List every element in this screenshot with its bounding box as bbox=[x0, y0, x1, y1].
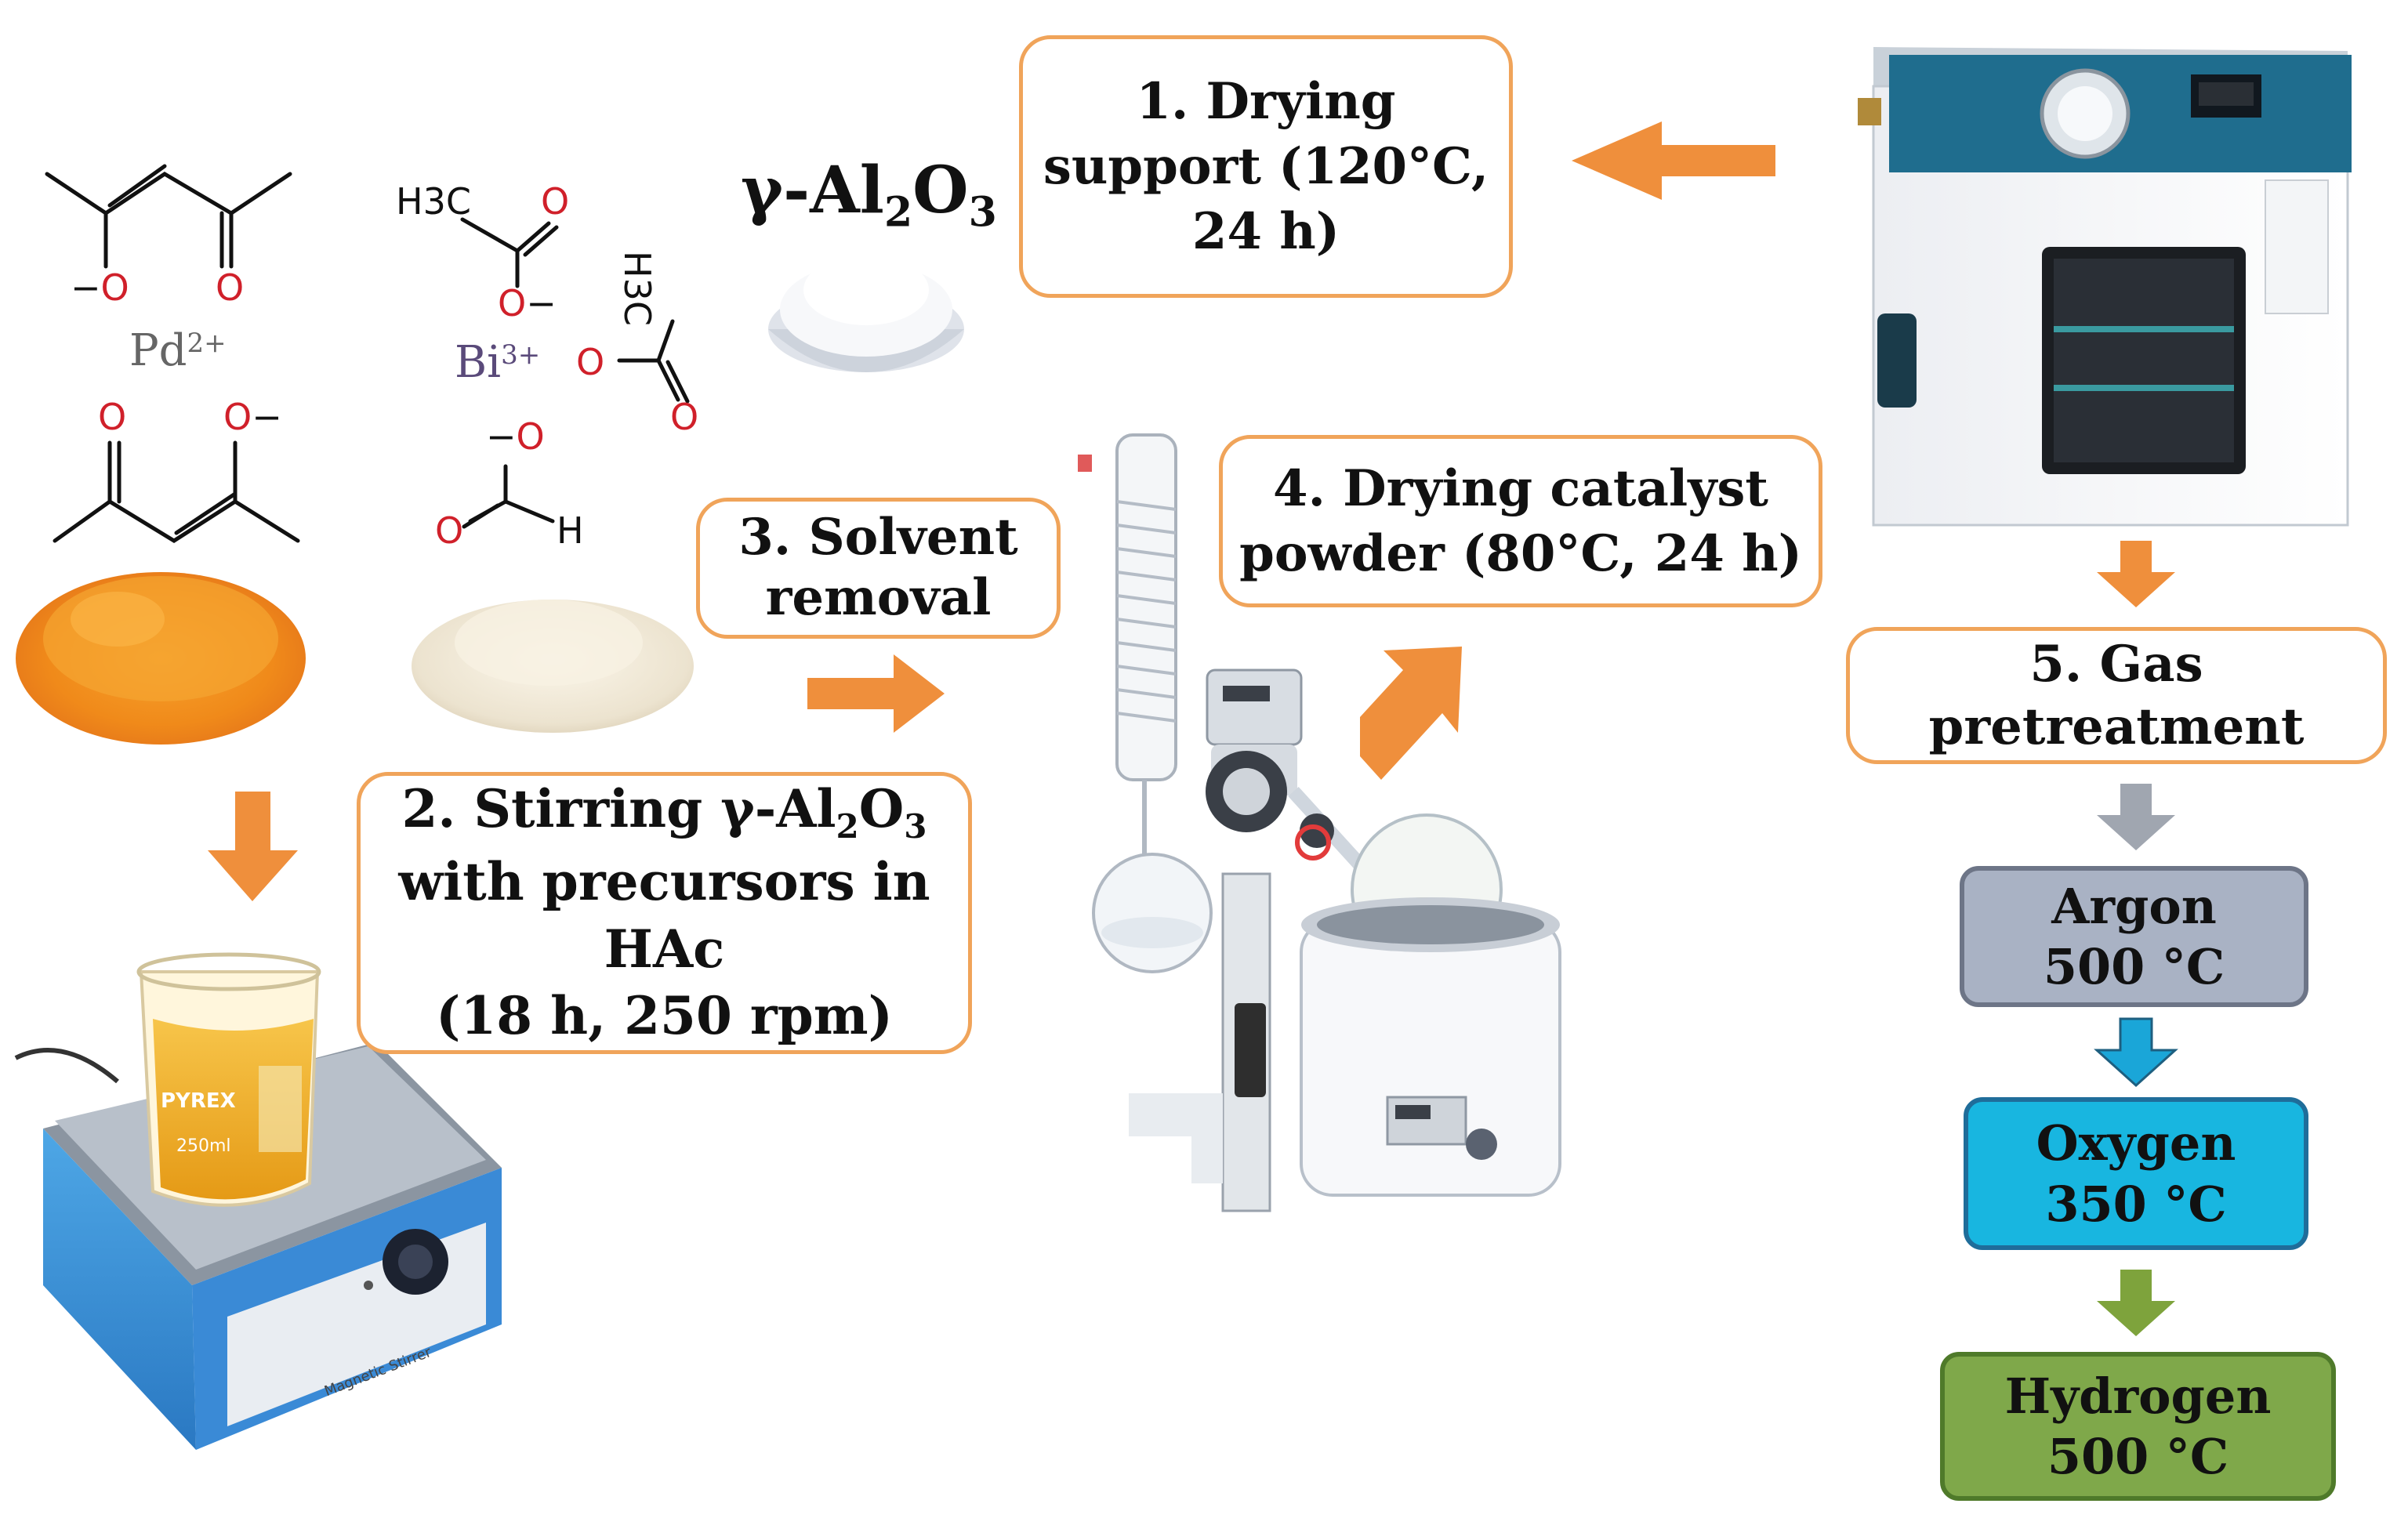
beaker-brand-label: PYREX bbox=[161, 1089, 236, 1113]
arrow-to-rotavap bbox=[807, 654, 945, 733]
pd-o-bottom-left: O bbox=[98, 396, 127, 438]
step2-line3: HAc bbox=[604, 918, 725, 980]
pd-o-top-right: O bbox=[216, 266, 245, 309]
pd-ion-label: Pd2+ bbox=[129, 325, 227, 376]
step3-line1: 3. Solvent bbox=[738, 508, 1018, 567]
vacuum-oven-image bbox=[1858, 47, 2352, 527]
step4-line2: powder (80°C, 24 h) bbox=[1239, 524, 1802, 583]
gas-oxygen-name: Oxygen bbox=[2036, 1114, 2236, 1172]
step4-line1: 4. Drying catalyst bbox=[1273, 458, 1768, 518]
arrow-blue-down bbox=[2094, 1017, 2178, 1088]
gas-argon-name: Argon bbox=[2051, 877, 2217, 935]
gas-oxygen-box: Oxygen 350 °C bbox=[1964, 1097, 2308, 1250]
pd-o-minus-bottom-right: O− bbox=[223, 396, 282, 438]
pd-acac-structure bbox=[45, 164, 300, 543]
step2-line4: (18 h, 250 rpm) bbox=[436, 985, 893, 1047]
arrow-oven-down bbox=[2097, 541, 2175, 607]
bi-ch3-right-rotated: H3C bbox=[616, 251, 658, 326]
gas-oxygen-temp: 350 °C bbox=[2045, 1175, 2227, 1233]
arrow-green-down bbox=[2097, 1270, 2175, 1336]
step1-line1: 1. Drying bbox=[1136, 71, 1396, 131]
bi-o-top-double: O bbox=[541, 180, 570, 223]
bi-o-minus-top: O− bbox=[498, 282, 557, 324]
step2-line1: 2. Stirring γ-Al2O3 bbox=[401, 777, 927, 846]
bi-ch3-bottom-rotated: H bbox=[557, 509, 584, 552]
step2-line2: with precursors in bbox=[398, 850, 930, 912]
gas-hydrogen-name: Hydrogen bbox=[2004, 1367, 2272, 1425]
bi-o-minus-bottom: −O bbox=[486, 415, 545, 458]
step3-solvent-removal: 3. Solvent removal bbox=[696, 498, 1061, 639]
arrow-oven-to-step1 bbox=[1572, 121, 1775, 200]
alumina-label: γ-Al2O3 bbox=[741, 153, 997, 237]
step1-drying-support: 1. Drying support (120°C, 24 h) bbox=[1019, 35, 1513, 298]
step1-line3: 24 h) bbox=[1191, 202, 1340, 262]
step4-drying-catalyst: 4. Drying catalyst powder (80°C, 24 h) bbox=[1219, 435, 1822, 607]
alumina-bowl-image bbox=[768, 255, 964, 372]
gas-hydrogen-temp: 500 °C bbox=[2047, 1428, 2229, 1485]
beaker-volume-label: 250ml bbox=[176, 1136, 231, 1156]
arrow-pd-down bbox=[208, 792, 298, 901]
bi-ch3-top: H3C bbox=[396, 180, 471, 223]
step5-gas-pretreatment: 5. Gas pretreatment bbox=[1846, 627, 2387, 764]
gas-argon-temp: 500 °C bbox=[2043, 938, 2225, 995]
bi-o-minus-right: O bbox=[576, 341, 605, 383]
bi-o-right-double: O bbox=[670, 396, 699, 438]
bi-ion-label: Bi3+ bbox=[455, 337, 541, 388]
step5-line1: 5. Gas bbox=[2029, 634, 2203, 694]
rotary-evaporator-image bbox=[1078, 433, 1561, 1212]
beaker-image bbox=[136, 952, 321, 1207]
step5-line2: pretreatment bbox=[1928, 697, 2305, 756]
bi-o-bottom-double: O bbox=[435, 509, 464, 552]
pd-o-minus-top-left: −O bbox=[71, 266, 129, 309]
step2-stirring: 2. Stirring γ-Al2O3 with precursors in H… bbox=[357, 772, 972, 1054]
arrow-rotavap-to-step4 bbox=[1360, 647, 1462, 780]
orange-powder-image bbox=[16, 572, 306, 745]
gas-hydrogen-box: Hydrogen 500 °C bbox=[1940, 1352, 2336, 1501]
step3-line2: removal bbox=[765, 568, 992, 627]
gas-argon-box: Argon 500 °C bbox=[1960, 866, 2308, 1007]
bi-acetate-structure bbox=[460, 217, 690, 529]
arrow-gray-down bbox=[2097, 784, 2175, 850]
white-powder-image bbox=[412, 600, 694, 733]
step1-line2: support (120°C, bbox=[1043, 136, 1489, 196]
